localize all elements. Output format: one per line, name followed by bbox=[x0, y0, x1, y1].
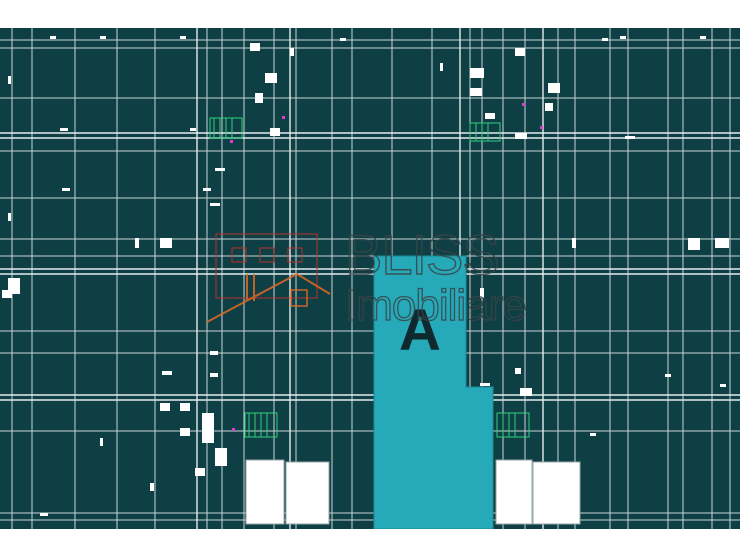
fixture-mark bbox=[250, 43, 260, 51]
fixture-mark bbox=[180, 36, 186, 39]
plan-area: A BLISS Imobiliare bbox=[0, 28, 740, 529]
fixture-mark bbox=[485, 113, 495, 119]
fixture-mark bbox=[700, 36, 706, 39]
fixture-marks bbox=[2, 36, 729, 516]
fixture-mark bbox=[620, 36, 626, 39]
fixture-mark bbox=[470, 68, 484, 78]
fixture-mark bbox=[50, 36, 56, 39]
fixture-mark bbox=[548, 83, 560, 93]
unit-a-area[interactable] bbox=[373, 255, 494, 529]
fixture-mark bbox=[515, 368, 521, 374]
fixture-mark bbox=[150, 483, 154, 491]
fixture-mark bbox=[480, 288, 484, 298]
fixture-mark bbox=[572, 238, 576, 248]
brand-name: BLISS bbox=[345, 223, 499, 286]
fixture-mark bbox=[625, 136, 635, 139]
fixture-mark bbox=[210, 351, 218, 355]
fixture-mark bbox=[440, 63, 443, 71]
fixture-mark bbox=[215, 448, 227, 466]
fixture-mark bbox=[62, 188, 70, 191]
service-rooms bbox=[245, 459, 581, 525]
fixture-mark bbox=[515, 133, 527, 139]
unit-label: A bbox=[399, 298, 441, 363]
unit-a[interactable]: A bbox=[373, 255, 494, 529]
fixture-mark bbox=[688, 238, 700, 250]
fixture-mark bbox=[665, 374, 671, 377]
fixture-mark bbox=[40, 513, 48, 516]
fixture-mark bbox=[545, 103, 553, 111]
fixture-mark bbox=[100, 36, 106, 39]
fixture-mark bbox=[2, 290, 12, 298]
fixture-mark bbox=[255, 93, 263, 103]
fixture-mark bbox=[180, 428, 190, 436]
fixture-mark bbox=[265, 73, 277, 83]
fixture-mark bbox=[602, 38, 608, 41]
floor-plan-drawing: A BLISS Imobiliare bbox=[0, 28, 740, 529]
stair-blocks bbox=[209, 117, 530, 438]
fixture-mark bbox=[470, 88, 482, 96]
fixture-mark bbox=[8, 213, 11, 221]
fixture-mark bbox=[8, 76, 11, 84]
fixture-mark bbox=[203, 188, 211, 191]
fixture-mark bbox=[720, 384, 726, 387]
fixture-mark bbox=[180, 403, 190, 411]
fixture-mark bbox=[590, 433, 596, 436]
fixture-mark bbox=[290, 48, 294, 56]
fixture-mark bbox=[162, 371, 172, 375]
fixture-mark bbox=[210, 373, 218, 377]
fixture-mark bbox=[215, 168, 225, 171]
house-roof-icon bbox=[206, 233, 331, 323]
fixture-mark bbox=[135, 238, 139, 248]
fixture-mark bbox=[210, 203, 220, 206]
fixture-mark bbox=[190, 128, 196, 131]
fixture-mark bbox=[270, 128, 280, 136]
fixture-mark bbox=[195, 468, 205, 476]
brand-subtitle: Imobiliare bbox=[345, 281, 526, 330]
fixture-mark bbox=[480, 383, 490, 386]
fixture-mark bbox=[100, 438, 103, 446]
fixture-mark bbox=[160, 238, 172, 248]
fixture-mark bbox=[515, 48, 525, 56]
fixture-mark bbox=[715, 238, 729, 248]
watermark: BLISS Imobiliare bbox=[206, 222, 527, 331]
fixture-mark bbox=[60, 128, 68, 131]
fixture-mark bbox=[160, 403, 170, 411]
fixture-mark bbox=[202, 413, 214, 443]
fixture-mark bbox=[520, 388, 532, 396]
fixture-mark bbox=[340, 38, 346, 41]
